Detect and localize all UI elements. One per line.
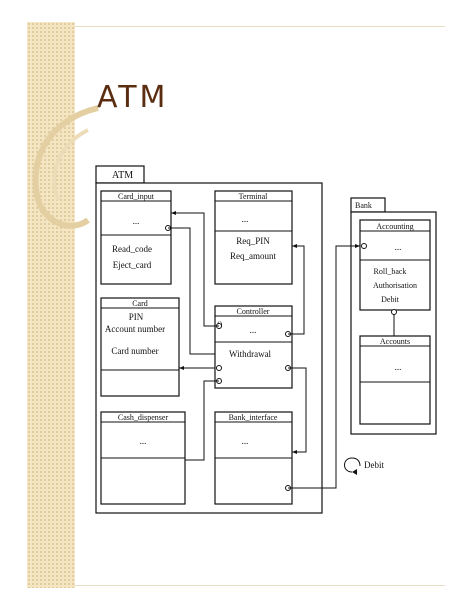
connectors: Debit	[168, 211, 395, 489]
terminal-attrs: ...	[242, 214, 249, 224]
arrowhead	[352, 469, 357, 475]
accounts-title: Accounts	[380, 337, 410, 346]
class-controller: Controller () ... Withdrawal	[214, 305, 293, 389]
card-input-op: Eject_card	[113, 260, 152, 270]
terminal-op: Req_PIN	[236, 236, 270, 246]
arrowhead	[355, 244, 360, 248]
class-accounts: Accounts ...	[359, 335, 431, 425]
connector-controller-card-input	[171, 212, 219, 327]
accounting-op: Authorisation	[373, 281, 417, 290]
card-attr: Card number	[111, 346, 158, 356]
connector-card-input-controller	[168, 227, 215, 355]
debit-label: Debit	[364, 460, 384, 470]
accounting-op: Debit	[381, 295, 400, 304]
accounting-op: Roll_back	[374, 267, 407, 276]
card-input-attrs: ...	[133, 216, 140, 226]
accounts-attrs: ...	[395, 362, 402, 372]
connector-bank-interface-accounting	[288, 245, 360, 489]
class-terminal: Terminal ... Req_PIN Req_amount	[214, 190, 293, 285]
arrowhead	[179, 366, 184, 370]
bank-interface-title: Bank_interface	[229, 413, 278, 422]
debit-loop-icon	[344, 457, 361, 473]
atm-package-label: ATM	[112, 170, 133, 181]
card-title: Card	[132, 299, 148, 308]
bottom-rule	[75, 585, 445, 586]
card-attr: PIN	[129, 312, 144, 322]
class-card: Card PIN Account number Card number	[100, 297, 180, 397]
controller-attrs: ...	[250, 325, 257, 335]
arrowhead	[292, 244, 297, 248]
class-accounting: Accounting ... Roll_back Authorisation D…	[359, 219, 431, 315]
bank-interface-attrs: ...	[242, 436, 249, 446]
terminal-op: Req_amount	[230, 251, 276, 261]
side-panel-decoration	[27, 22, 75, 588]
slide-title: ATM	[97, 80, 169, 115]
arrowhead	[171, 211, 176, 215]
class-bank-interface: Bank_interface ...	[214, 411, 293, 505]
class-card-input: Card_input ... Read_code Eject_card	[100, 190, 172, 285]
cash-dispenser-attrs: ...	[140, 436, 147, 446]
cash-dispenser-title: Cash_dispenser	[118, 413, 169, 422]
accounting-attrs: ...	[395, 242, 402, 252]
arrowhead	[292, 450, 297, 454]
accounting-title: Accounting	[376, 222, 413, 231]
top-rule	[75, 26, 445, 27]
terminal-title: Terminal	[239, 192, 269, 201]
card-input-op: Read_code	[112, 244, 152, 254]
card-input-title: Card_input	[118, 192, 155, 201]
swirl-decoration	[32, 105, 99, 229]
connector-controller-cash-dispenser	[185, 380, 219, 461]
connector-controller-terminal	[288, 245, 305, 335]
controller-title: Controller	[237, 307, 270, 316]
class-cash-dispenser: Cash_dispenser ...	[100, 411, 186, 505]
bank-package-label: Bank	[355, 201, 372, 210]
connector-controller-bank-interface	[288, 367, 307, 453]
card-attr: Account number	[105, 324, 165, 334]
controller-op: Withdrawal	[229, 349, 272, 359]
